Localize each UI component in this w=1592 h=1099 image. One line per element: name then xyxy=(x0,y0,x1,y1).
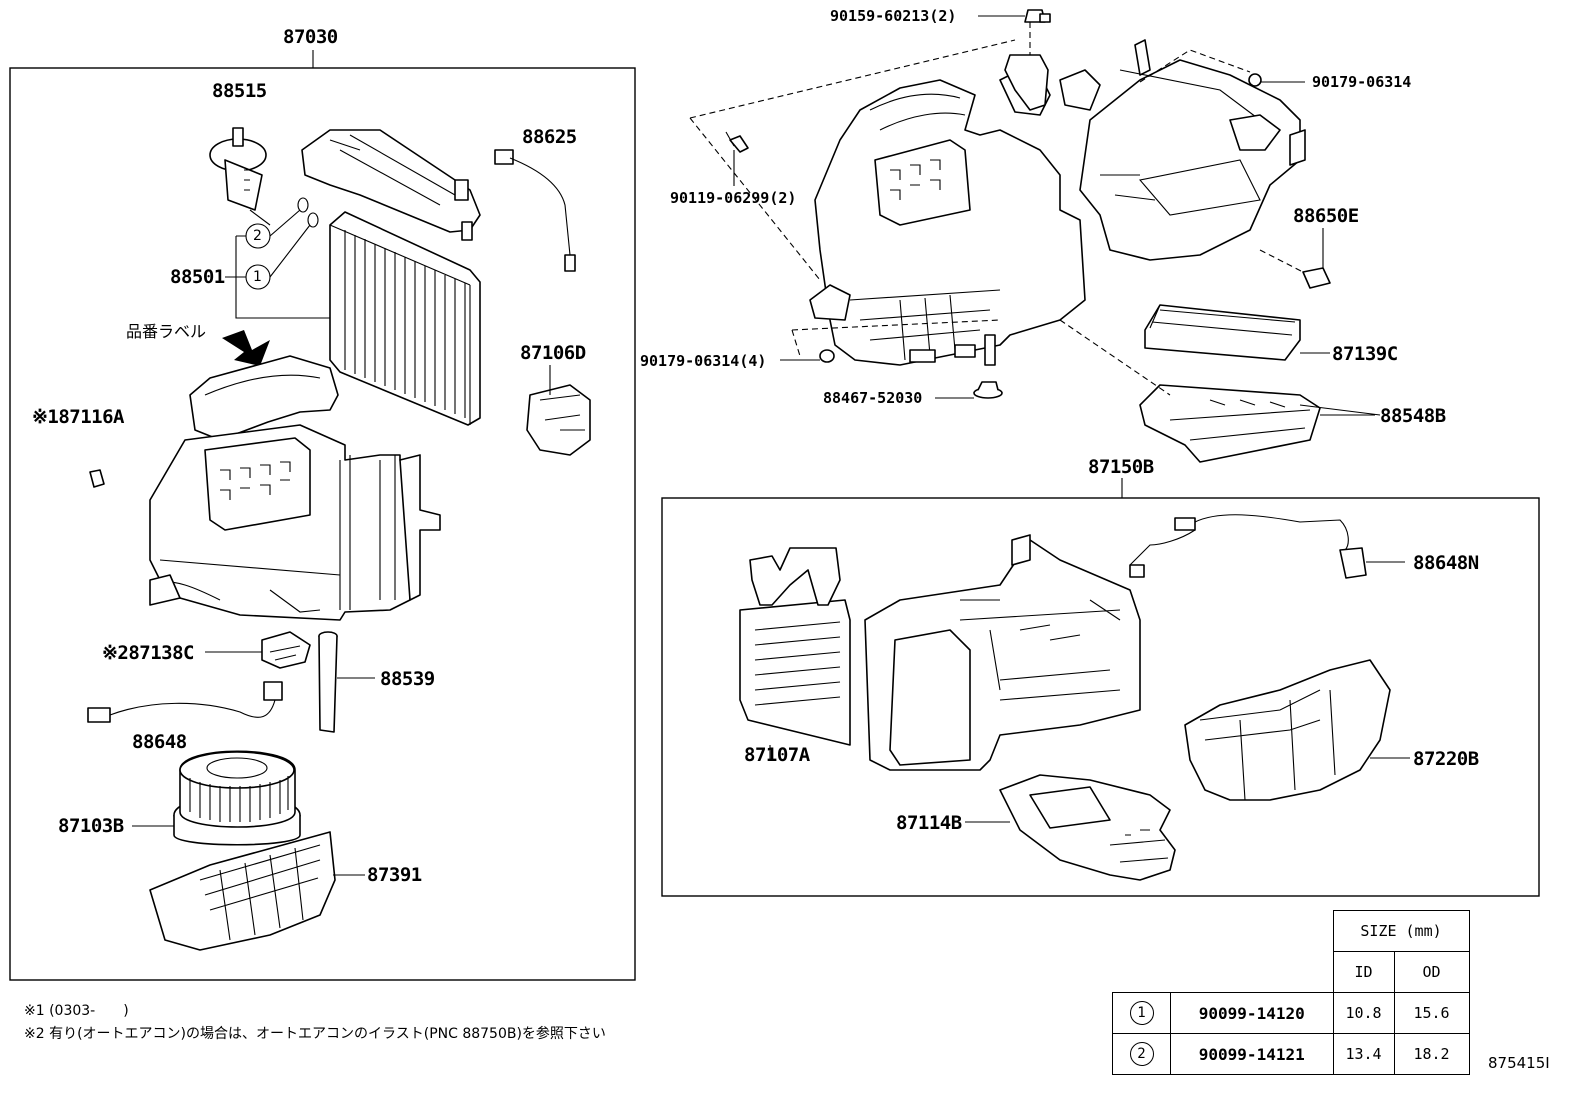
blower-motor-87103B xyxy=(132,750,301,846)
air-mix-case-87220B xyxy=(1184,659,1410,801)
row-part: 90099-14121 xyxy=(1170,1033,1334,1075)
left-assembly-frame xyxy=(9,67,636,981)
air-filter-87139C xyxy=(1144,304,1330,361)
col-id: ID xyxy=(1332,951,1395,993)
label-88650E: 88650E xyxy=(1293,205,1359,227)
heater-case xyxy=(864,534,1141,771)
label-87139C: 87139C xyxy=(1332,343,1398,365)
heater-core-87107A xyxy=(739,547,851,760)
heater-pipes xyxy=(1004,54,1049,111)
label-90159: 90159-60213(2) xyxy=(830,7,957,25)
label-87220B: 87220B xyxy=(1413,748,1479,770)
label-87106D: 87106D xyxy=(520,342,586,364)
label-88501: 88501 xyxy=(170,266,225,288)
lower-duct-87114B xyxy=(965,774,1176,881)
label-88648: 88648 xyxy=(132,731,187,753)
servo-motor-87106D xyxy=(526,365,591,456)
label-87107A: 87107A xyxy=(744,744,810,766)
label-88625: 88625 xyxy=(522,126,577,148)
connector-88650E xyxy=(1302,228,1331,289)
label-arrow xyxy=(222,330,270,366)
label-87150B: 87150B xyxy=(1088,456,1154,478)
label-90119: 90119-06299(2) xyxy=(670,189,797,207)
blower-unit-housing xyxy=(149,355,441,621)
label-87391: 87391 xyxy=(367,864,422,886)
bolt-90119 xyxy=(725,131,749,186)
evaporator-core xyxy=(329,211,481,426)
wire-harness-88648 xyxy=(87,681,283,723)
label-90179-top: 90179-06314 xyxy=(1312,73,1412,91)
o-ring-1 xyxy=(307,212,319,228)
label-87103B: 87103B xyxy=(58,815,124,837)
label-part-number-jp: 品番ラベル xyxy=(126,322,207,341)
footnote-1: ※1 (0303- ) xyxy=(24,1003,129,1019)
row-mark: 1 xyxy=(1129,1001,1154,1025)
size-table: SIZE (mm) ID OD 1 90099-14120 10.8 15.6 … xyxy=(1112,910,1470,1075)
thermistor-part-88515 xyxy=(209,127,271,226)
dashed-line xyxy=(689,39,1016,119)
row-mark: 2 xyxy=(1129,1042,1154,1066)
label-87138C: ※287138C xyxy=(102,642,195,664)
illustration-number: 875415I xyxy=(1488,1054,1550,1072)
label-87116A: ※187116A xyxy=(32,406,125,428)
label-87114B: 87114B xyxy=(896,812,962,834)
label-88548B: 88548B xyxy=(1380,405,1446,427)
callout-2-text: 2 xyxy=(253,228,262,244)
footnote-2: ※2 有り(オートエアコン)の場合は、オートエアコンのイラスト(PNC 8875… xyxy=(24,1026,606,1042)
row-id: 13.4 xyxy=(1332,1033,1395,1075)
blower-lower-case-87391 xyxy=(149,831,365,951)
heater-ac-unit-assembly xyxy=(809,39,1306,366)
label-88515: 88515 xyxy=(212,80,267,102)
expansion-valve-part xyxy=(301,129,481,241)
grommet-88467 xyxy=(935,381,1003,399)
o-ring-2 xyxy=(297,197,309,213)
bolt-90159 xyxy=(978,9,1051,23)
table-row: 1 90099-14120 10.8 15.6 xyxy=(1112,992,1470,1034)
wire-harness-88648N xyxy=(1129,514,1405,579)
col-od: OD xyxy=(1393,951,1470,993)
clip-87116A xyxy=(89,469,105,488)
sensor-wire-88625 xyxy=(494,149,576,272)
label-88467: 88467-52030 xyxy=(823,389,923,407)
nut-90179-top xyxy=(1248,73,1305,87)
label-87030: 87030 xyxy=(283,26,338,48)
size-header: SIZE (mm) xyxy=(1332,910,1470,952)
row-od: 15.6 xyxy=(1393,992,1470,1034)
filter-case-88548B xyxy=(1139,384,1375,463)
label-90179-bottom: 90179-06314(4) xyxy=(640,352,767,370)
label-88539: 88539 xyxy=(380,668,435,690)
right-assembly-frame xyxy=(661,497,1540,897)
table-row: 2 90099-14121 13.4 18.2 xyxy=(1112,1033,1470,1075)
nut-90179-bottom xyxy=(780,349,835,363)
row-id: 10.8 xyxy=(1332,992,1395,1034)
row-od: 18.2 xyxy=(1393,1033,1470,1075)
duct-tube-88539 xyxy=(318,631,375,733)
resistor-87138C xyxy=(205,631,311,669)
callout-1-text: 1 xyxy=(253,269,262,285)
label-88648N: 88648N xyxy=(1413,552,1479,574)
row-part: 90099-14120 xyxy=(1170,992,1334,1034)
